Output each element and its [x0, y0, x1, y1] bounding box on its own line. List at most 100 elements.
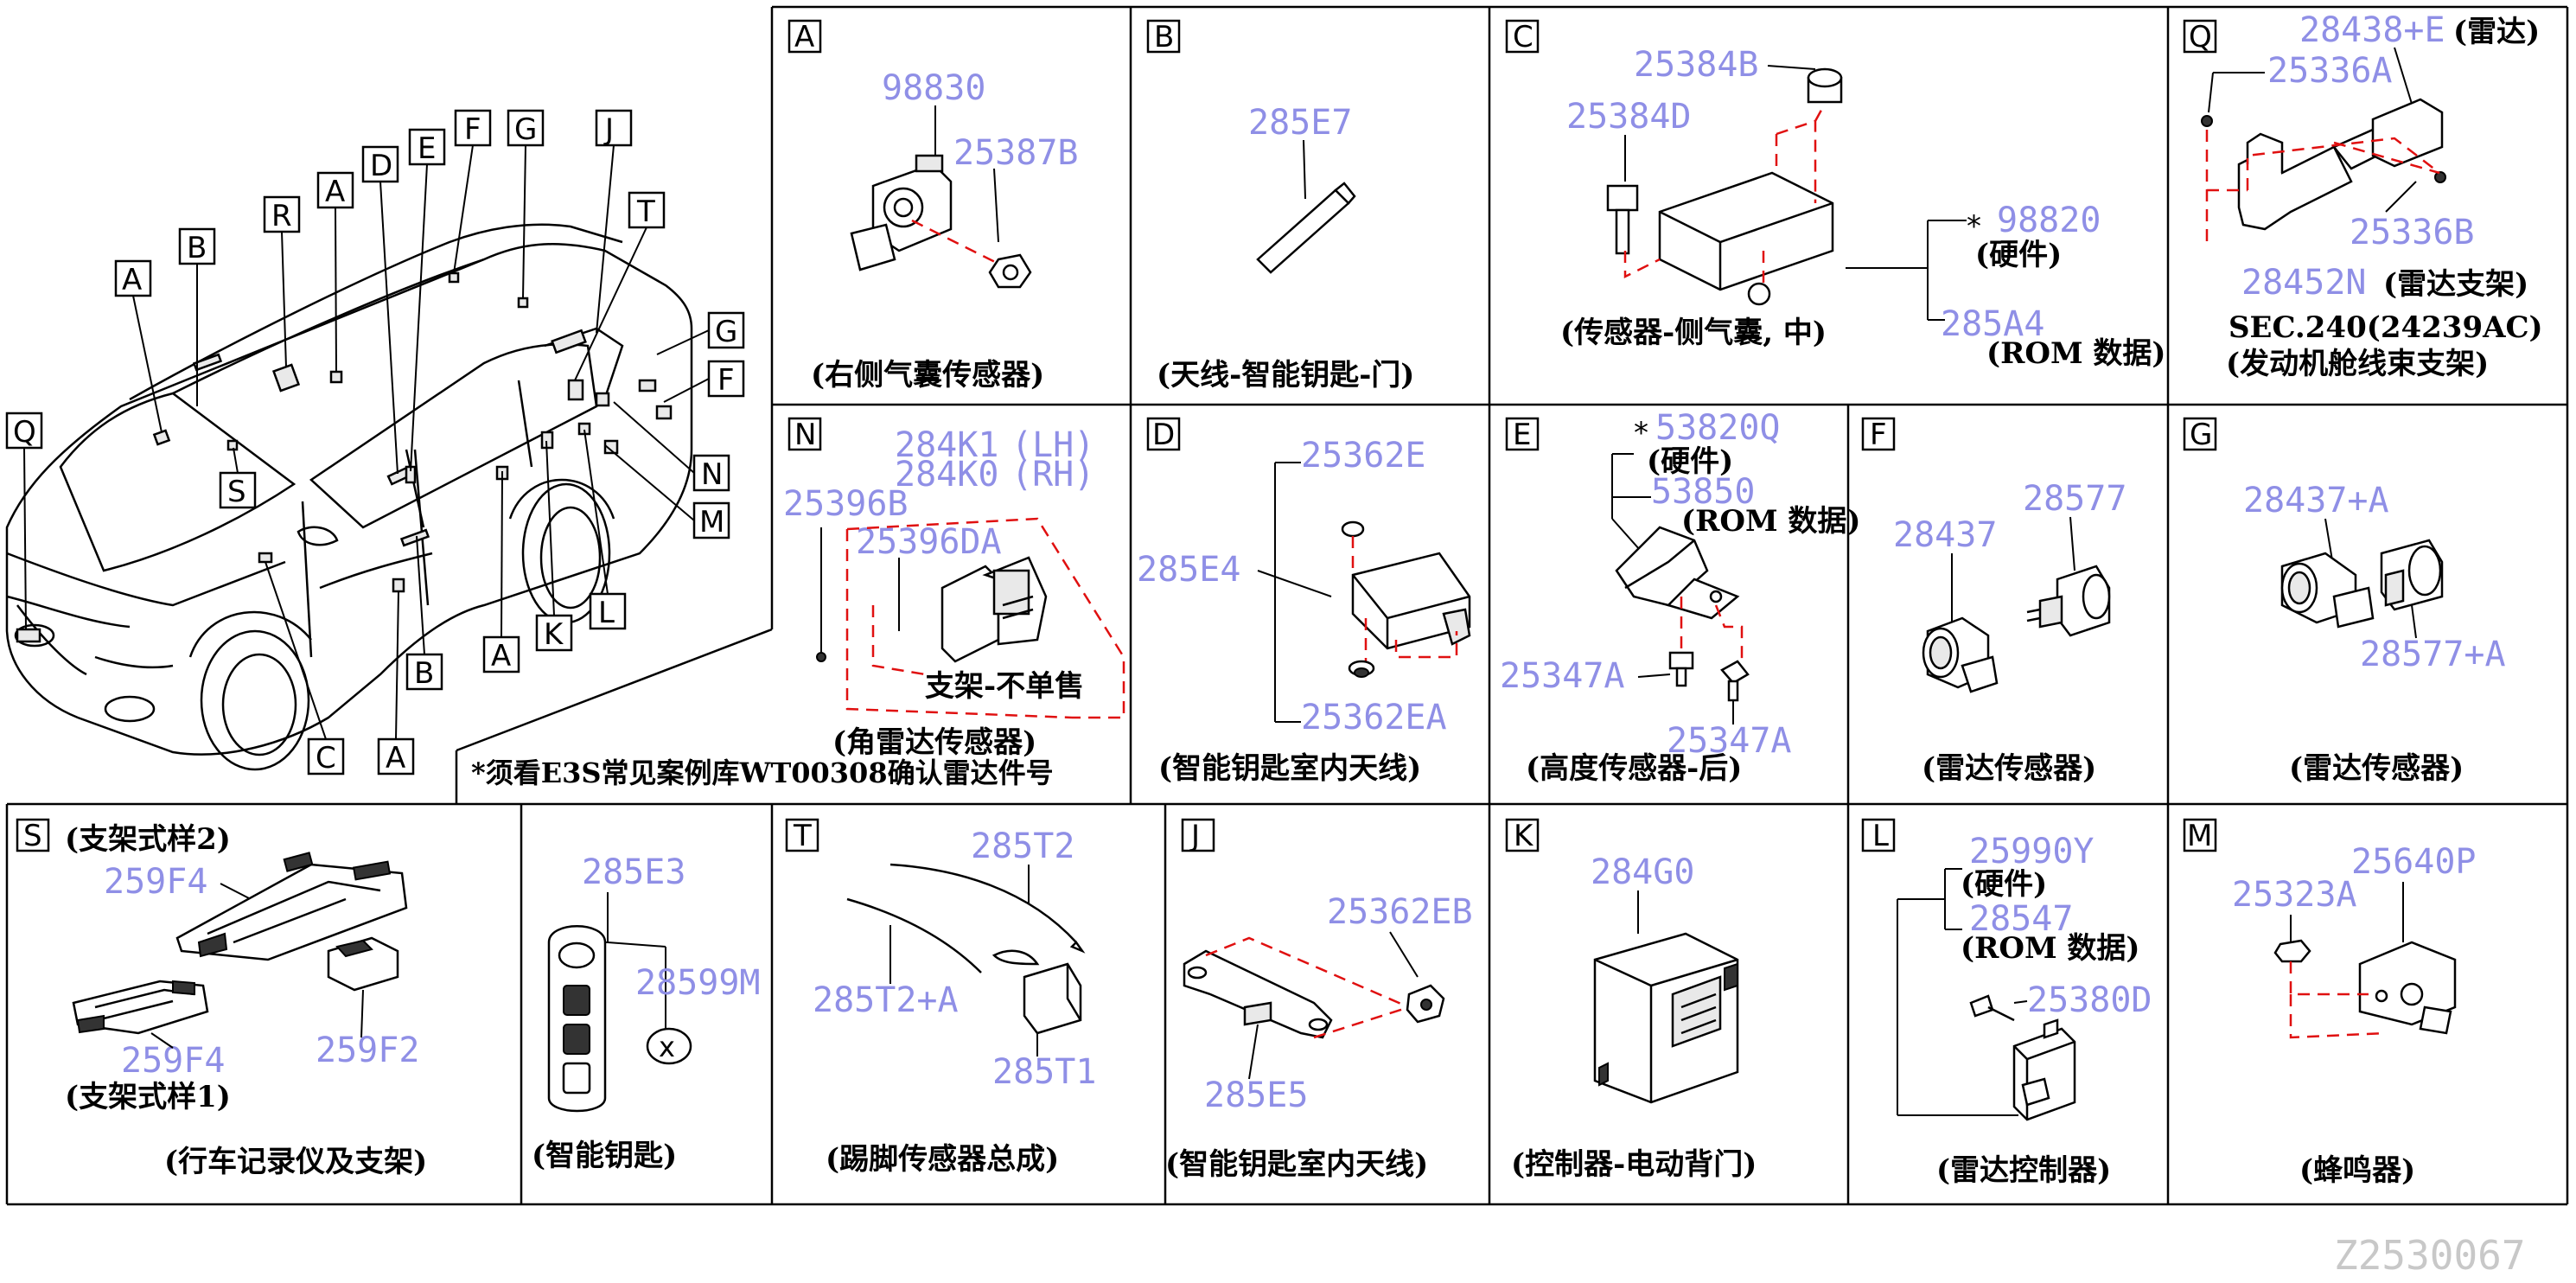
callout-B-2: B — [405, 535, 443, 691]
part-28577: 28577 — [2023, 479, 2126, 519]
panel-B-letter: B — [1154, 20, 1174, 54]
panel-N-note: 支架-不单售 — [925, 669, 1084, 704]
svg-text:A: A — [325, 175, 345, 209]
panel-E-letter: E — [1513, 418, 1531, 452]
nut-25362EB — [1406, 984, 1445, 1024]
radar-controller — [2012, 1018, 2076, 1121]
panel-S-style2: (支架式样2) — [65, 822, 231, 857]
callout-M: M — [604, 444, 730, 539]
screw-25380D — [1969, 994, 2015, 1022]
svg-text:T: T — [636, 195, 655, 229]
panel-T-caption: (踢脚传感器总成) — [826, 1142, 1059, 1177]
panel-C-rom: (ROM 数据) — [1986, 336, 2166, 371]
key-battery: x — [646, 1027, 692, 1065]
svg-text:K: K — [544, 617, 564, 652]
panel-C-letter: C — [1513, 20, 1533, 54]
part-98820: 98820 — [1997, 201, 2101, 240]
panel-G: G 28437+A 28577+A (雷达传感器) — [2183, 417, 2506, 786]
panel-M-letter: M — [2187, 819, 2212, 853]
nut-25362EA — [1348, 660, 1375, 678]
panel-S-letter: S — [23, 819, 42, 853]
svg-text:E: E — [418, 131, 436, 166]
callout-Q: Q — [5, 412, 43, 630]
panel-L-letter: L — [1872, 819, 1889, 853]
panel-C-star: * — [1967, 209, 1981, 244]
part-28599M: 28599M — [635, 963, 761, 1003]
panel-D-letter: D — [1152, 418, 1175, 452]
callout-D: D — [361, 145, 399, 475]
part-25347A-1: 25347A — [1500, 656, 1625, 696]
svg-text:G: G — [715, 315, 737, 349]
callout-C: C — [265, 561, 345, 776]
dashcam-259F2 — [327, 936, 399, 992]
part-284G0: 284G0 — [1591, 852, 1694, 892]
part-25387B: 25387B — [953, 133, 1079, 173]
callout-S: S — [219, 447, 257, 509]
callout-E: E — [408, 128, 446, 472]
part-53820Q: 53820Q — [1655, 408, 1781, 448]
overview-footnote: *须看E3S常见案例库WT00308确认雷达件号 — [471, 756, 1054, 789]
part-25384B: 25384B — [1634, 45, 1759, 85]
radar-sensor-28437 — [1922, 616, 1999, 693]
svg-text:R: R — [271, 199, 292, 233]
part-25640P: 25640P — [2351, 842, 2477, 882]
panel-L-hardware: (硬件) — [1961, 867, 2047, 902]
svg-text:A: A — [491, 639, 511, 673]
part-25362EA: 25362EA — [1301, 698, 1447, 737]
bolt-25384D — [1606, 184, 1639, 255]
svg-text:S: S — [227, 475, 246, 509]
reference-code: Z2530067 — [2334, 1232, 2526, 1279]
part-259F4-2: 259F4 — [121, 1041, 225, 1081]
svg-text:L: L — [598, 596, 615, 630]
height-sensor-rear — [1615, 526, 1740, 620]
callout-A-2: A — [316, 171, 354, 373]
callout-K: K — [535, 440, 573, 652]
power-tailgate-controller — [1593, 932, 1739, 1104]
panel-S-style1: (支架式样1) — [65, 1080, 231, 1114]
callout-F-1: F — [453, 109, 492, 274]
keyless-antenna-interior — [1351, 552, 1471, 650]
callout-G-1: G — [507, 109, 545, 299]
panel-F: F 28437 28577 (雷达传感器) — [1861, 417, 2126, 786]
radar-holder-28577A — [2380, 539, 2444, 611]
panel-key-caption: (智能钥匙) — [532, 1139, 677, 1173]
part-25362EB: 25362EB — [1327, 892, 1473, 932]
callout-A-1: A — [114, 259, 163, 433]
side-airbag-center-sensor — [1658, 171, 1834, 306]
callout-R: R — [263, 195, 301, 368]
radar-unit-28438E — [2371, 98, 2444, 168]
panel-E-caption: (高度传感器-后) — [1526, 751, 1742, 786]
panel-C: C 25384B 25384D * 98820 (硬件) 285A4 (ROM … — [1505, 19, 2166, 371]
part-28577A: 28577+A — [2360, 635, 2506, 674]
part-285E5: 285E5 — [1204, 1076, 1308, 1115]
panel-Q-letter: Q — [2189, 20, 2212, 54]
part-28452N: 28452N — [2241, 263, 2367, 303]
callout-L: L — [583, 429, 627, 630]
svg-text:G: G — [514, 112, 537, 147]
bolt-25347A-1 — [1668, 651, 1694, 687]
svg-text:N: N — [701, 457, 723, 492]
part-25384D: 25384D — [1566, 97, 1692, 137]
svg-text:B: B — [187, 231, 207, 265]
panel-Q-bracket: (雷达支架) — [2383, 267, 2528, 302]
nut-25323A — [2273, 939, 2311, 963]
radar-holder-28577 — [2026, 565, 2111, 637]
part-285T2: 285T2 — [971, 827, 1074, 866]
part-25362E: 25362E — [1301, 436, 1426, 476]
panel-F-caption: (雷达传感器) — [1922, 751, 2096, 786]
corner-radar-sensor — [940, 556, 1048, 663]
nut-25384B — [1807, 67, 1843, 104]
callout-F-2: F — [663, 360, 745, 403]
panel-J-letter: J — [1189, 819, 1200, 853]
panel-J: J 25362EB 285E5 (智能钥匙室内天线) — [1165, 818, 1473, 1182]
part-284K1: 284K1 — [895, 425, 998, 465]
part-25336A: 25336A — [2267, 51, 2393, 91]
part-53850: 53850 — [1651, 472, 1755, 512]
panel-M: M 25640P 25323A (蜂鸣器) — [2183, 818, 2477, 1188]
panel-A-caption: (右侧气囊传感器) — [811, 358, 1044, 393]
panel-N-letter: N — [794, 418, 816, 452]
callout-N: N — [613, 401, 730, 492]
panel-B: B 285E7 (天线-智能钥匙-门) — [1146, 19, 1414, 393]
part-285E7: 285E7 — [1248, 103, 1352, 143]
panel-L-caption: (雷达控制器) — [1936, 1153, 2111, 1188]
